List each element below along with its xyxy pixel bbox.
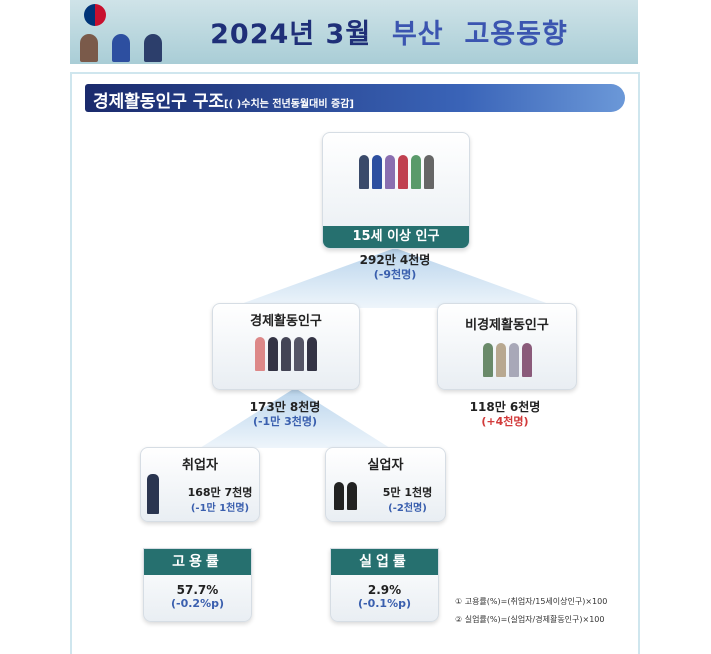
jobseekers-illustration [334,482,357,510]
elderly-illustration [438,343,576,377]
node-value: 5만 1천명 [382,486,433,499]
footnote-unemployment-rate: ② 실업률(%)=(실업자/경제활동인구)×100 [455,615,605,624]
title-topic: 고용동향 [464,19,568,50]
node-value: 292만 4천명 [359,253,431,267]
rate-value: 2.9% [367,583,402,597]
title-date: 2024년 3월 [210,19,372,50]
node-active: 경제활동인구 [212,303,360,390]
node-change: (-2천명) [388,503,427,514]
page-title: 2024년 3월 부산 고용동향 [140,12,638,51]
section-title: 경제활동인구 구조 [93,92,225,112]
node-change: (-1만 3천명) [252,415,318,428]
node-value: 173만 8천명 [249,400,321,414]
rate-change: (-0.2%p) [170,597,224,610]
footnote-employment-rate: ① 고용률(%)=(취업자/15세이상인구)×100 [455,597,608,606]
rate-label: 고용률 [144,549,251,575]
title-region: 부산 [391,19,444,50]
node-change: (-1만 1천명) [190,503,250,514]
header-illustration [80,34,162,62]
node-change: (+4천명) [481,415,529,428]
node-population: 15세 이상 인구 [322,132,470,249]
node-unemployed: 실업자 5만 1천명 (-2천명) [325,447,446,522]
node-employed: 취업자 168만 7천명 (-1만 1천명) [140,447,260,522]
ministry-logo [84,4,106,26]
node-change: (-9천명) [373,268,417,281]
rate-label: 실업률 [331,549,438,575]
node-label: 15세 이상 인구 [323,226,469,248]
people-illustration [323,155,469,189]
unemployment-rate-box: 실업률 2.9% (-0.1%p) [330,548,439,622]
node-value: 118만 6천명 [469,400,541,414]
node-label: 경제활동인구 [250,314,322,329]
rate-change: (-0.1%p) [357,597,411,610]
header-banner [70,0,638,64]
employment-rate-box: 고용률 57.7% (-0.2%p) [143,548,252,622]
node-inactive: 비경제활동인구 [437,303,577,390]
rate-value: 57.7% [176,583,219,597]
node-label: 취업자 [182,458,218,473]
node-label: 실업자 [367,458,404,473]
section-header: 경제활동인구 구조[( )수치는 전년동월대비 증감] [85,84,625,112]
node-value: 168만 7천명 [187,486,253,499]
node-label: 비경제활동인구 [465,318,549,333]
section-subtitle: [( )수치는 전년동월대비 증감] [224,99,354,110]
workers-illustration [213,337,359,371]
worker-illustration [147,474,159,514]
